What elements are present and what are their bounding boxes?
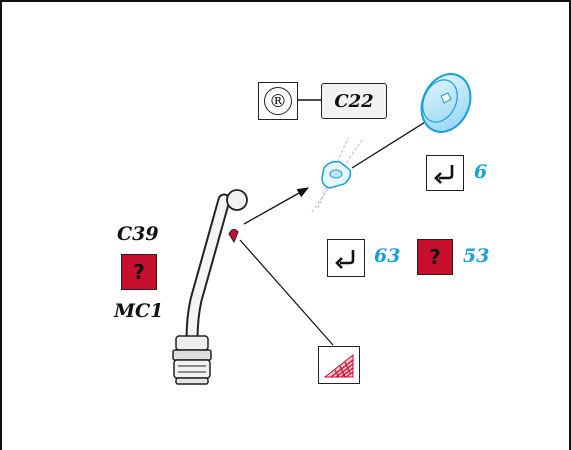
value-sixty-three: 63	[374, 245, 401, 267]
question-icon: ?	[121, 254, 157, 290]
frame-top-border	[0, 0, 571, 2]
frame-left-border	[0, 0, 2, 450]
beam-line-1	[243, 187, 310, 225]
leader-line	[239, 239, 334, 346]
label-mc1: MC1	[114, 300, 164, 322]
question-icon: ?	[417, 239, 453, 275]
headlamp-icon	[311, 137, 363, 213]
value-fifty-three: 53	[463, 245, 490, 267]
label-c39: C39	[117, 223, 159, 245]
return-arrow-icon	[434, 165, 454, 184]
value-six: 6	[474, 161, 488, 183]
registered-box: ®	[258, 82, 298, 120]
beam-line-2	[351, 113, 439, 169]
return-arrow-box-top	[426, 155, 464, 191]
frame-right-border	[569, 0, 571, 450]
hatched-material-icon	[323, 353, 354, 378]
hatched-material-box	[318, 346, 360, 384]
code-c22-box: C22	[321, 83, 387, 119]
registered-icon: ®	[264, 87, 292, 115]
lens-icon	[420, 73, 472, 133]
gear-lever-icon	[172, 189, 248, 385]
return-arrow-icon	[335, 250, 355, 269]
return-arrow-box-mid	[327, 239, 365, 277]
